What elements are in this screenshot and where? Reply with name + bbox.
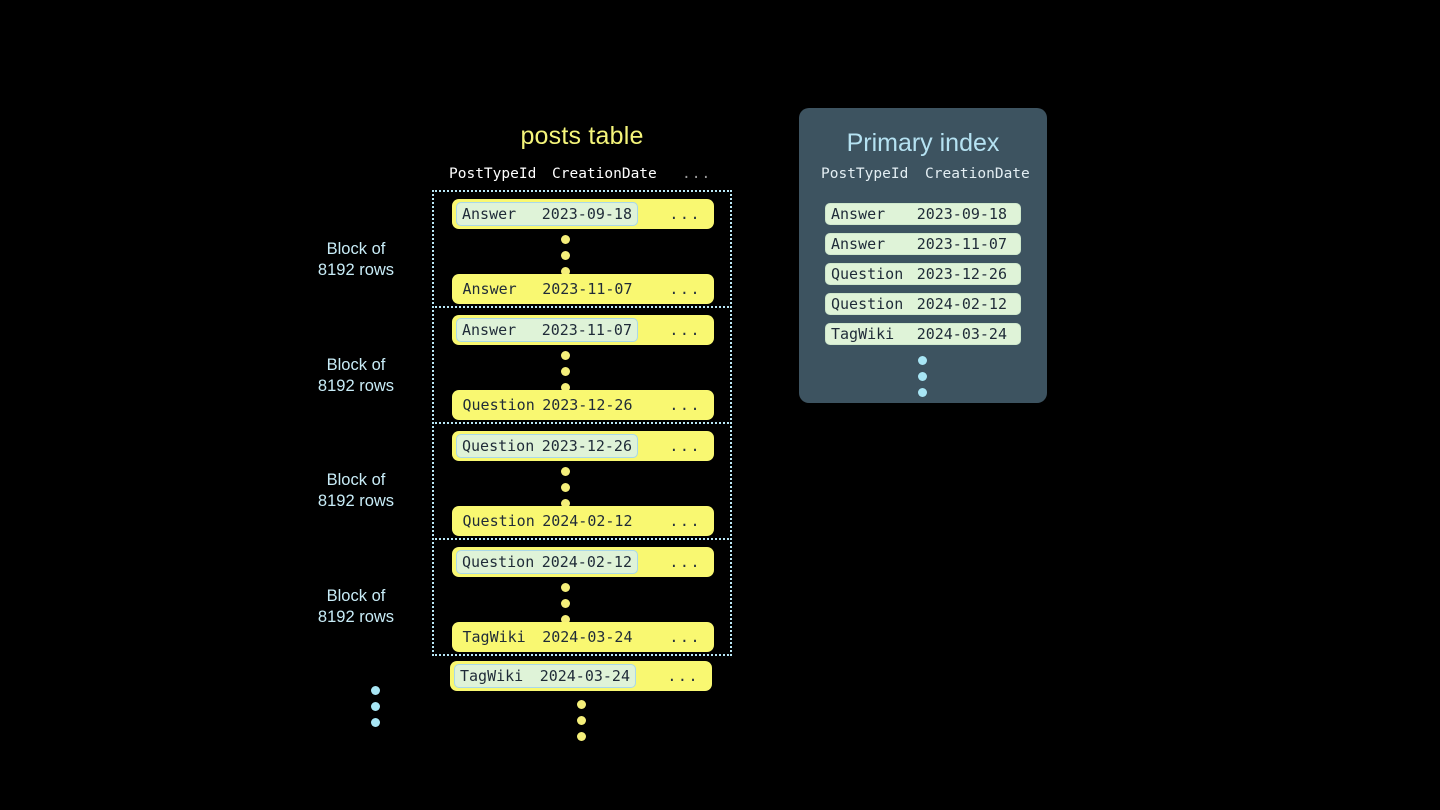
block-label-line1: Block of (326, 587, 386, 605)
table-row: Question 2024-02-12 ... (452, 547, 714, 577)
cell-ellipsis: ... (669, 553, 701, 571)
table-row-trailing: TagWiki 2024-03-24 ... (450, 661, 712, 691)
cell-posttypeid: Answer (831, 205, 886, 223)
cell-ellipsis: ... (669, 512, 701, 530)
cell-ellipsis: ... (669, 437, 701, 455)
column-header-posttypeid: PostTypeId (449, 166, 537, 182)
cell-creationdate: 2023-12-26 (916, 265, 1007, 283)
column-header-creationdate: CreationDate (925, 166, 1030, 182)
cell-creationdate: 2023-12-26 (542, 396, 633, 414)
table-row: Question 2023-12-26 ... (452, 431, 714, 461)
block-label-line2: 8192 rows (317, 492, 395, 510)
cell-posttypeid: TagWiki (462, 628, 526, 646)
block-label-1: Block of 8192 rows (296, 239, 416, 281)
table-row: Answer 2023-11-07 ... (452, 315, 714, 345)
cell-creationdate: 2024-02-12 (542, 512, 633, 530)
cell-posttypeid: Question (462, 553, 535, 571)
posts-table-column-headers: PostTypeId CreationDate ... (432, 166, 732, 186)
cell-posttypeid: Question (462, 437, 535, 455)
cell-posttypeid: Question (462, 512, 535, 530)
cell-posttypeid: Answer (462, 205, 517, 223)
table-row: Answer 2023-09-18 ... (452, 199, 714, 229)
row-ellipsis-dots (561, 235, 570, 283)
row-ellipsis-dots (561, 467, 570, 515)
table-block-4: Question 2024-02-12 ... TagWiki 2024-03-… (432, 538, 732, 656)
table-block-1: Answer 2023-09-18 ... Answer 2023-11-07 … (432, 190, 732, 308)
block-label-3: Block of 8192 rows (296, 470, 416, 512)
cell-creationdate: 2023-12-26 (541, 437, 632, 455)
index-continuation-dots (918, 356, 927, 404)
column-header-creationdate: CreationDate (552, 166, 657, 182)
table-continuation-dots (577, 700, 586, 748)
cell-ellipsis: ... (669, 280, 701, 298)
primary-index-title: Primary index (846, 129, 1000, 157)
column-header-posttypeid: PostTypeId (821, 166, 909, 182)
index-row: Answer 2023-09-18 (825, 203, 1021, 225)
row-ellipsis-dots (561, 351, 570, 399)
primary-index-column-headers: PostTypeId CreationDate (799, 166, 1047, 186)
block-label-line2: 8192 rows (317, 608, 395, 626)
cell-ellipsis: ... (669, 205, 701, 223)
block-label-4: Block of 8192 rows (296, 586, 416, 628)
cell-ellipsis: ... (667, 667, 699, 685)
index-row: Question 2024-02-12 (825, 293, 1021, 315)
primary-index-panel: Primary index PostTypeId CreationDate An… (799, 108, 1047, 403)
row-ellipsis-dots (561, 583, 570, 631)
block-label-line1: Block of (326, 356, 386, 374)
cell-ellipsis: ... (669, 628, 701, 646)
table-block-3: Question 2023-12-26 ... Question 2024-02… (432, 422, 732, 540)
posts-table-title: posts table (520, 122, 644, 150)
block-label-line1: Block of (326, 240, 386, 258)
cell-posttypeid: Answer (462, 280, 517, 298)
index-row: Answer 2023-11-07 (825, 233, 1021, 255)
block-label-line2: 8192 rows (317, 377, 395, 395)
table-row: TagWiki 2024-03-24 ... (452, 622, 714, 652)
cell-creationdate: 2024-03-24 (542, 628, 633, 646)
block-label-2: Block of 8192 rows (296, 355, 416, 397)
cell-posttypeid: Question (831, 295, 904, 313)
cell-creationdate: 2023-11-07 (541, 321, 632, 339)
cell-posttypeid: Answer (831, 235, 886, 253)
cell-posttypeid: TagWiki (831, 325, 895, 343)
cell-creationdate: 2024-02-12 (916, 295, 1007, 313)
column-header-ellipsis: ... (682, 166, 712, 182)
cell-posttypeid: Question (462, 396, 535, 414)
cell-creationdate: 2023-09-18 (541, 205, 632, 223)
index-row: TagWiki 2024-03-24 (825, 323, 1021, 345)
table-block-2: Answer 2023-11-07 ... Question 2023-12-2… (432, 306, 732, 424)
block-label-line2: 8192 rows (317, 261, 395, 279)
table-row: Question 2024-02-12 ... (452, 506, 714, 536)
cell-posttypeid: Answer (462, 321, 517, 339)
cell-creationdate: 2024-03-24 (539, 667, 630, 685)
cell-creationdate: 2024-02-12 (541, 553, 632, 571)
index-row: Question 2023-12-26 (825, 263, 1021, 285)
cell-posttypeid: Question (831, 265, 904, 283)
cell-creationdate: 2023-11-07 (916, 235, 1007, 253)
cell-ellipsis: ... (669, 321, 701, 339)
cell-creationdate: 2023-11-07 (542, 280, 633, 298)
table-row: Answer 2023-11-07 ... (452, 274, 714, 304)
table-row: Question 2023-12-26 ... (452, 390, 714, 420)
cell-creationdate: 2023-09-18 (916, 205, 1007, 223)
cell-creationdate: 2024-03-24 (916, 325, 1007, 343)
block-continuation-dots (371, 686, 380, 734)
block-label-line1: Block of (326, 471, 386, 489)
cell-ellipsis: ... (669, 396, 701, 414)
cell-posttypeid: TagWiki (460, 667, 524, 685)
